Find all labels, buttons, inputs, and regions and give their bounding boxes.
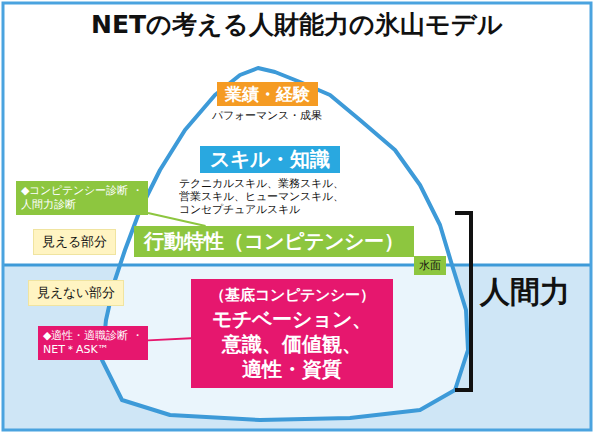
node-heading: 行動特性（コンピテンシー）: [144, 228, 404, 255]
hidden-tag: 見えない部分: [28, 280, 124, 306]
diagnosis-callout: ◆コンピテンシー診断 ・人間力診断: [16, 181, 148, 215]
base-competency-box: （基底コンピテンシー）モチベーション、 意識、価値観、 適性・資質: [191, 279, 393, 388]
node-heading: 業績・経験: [217, 82, 318, 106]
leader-line: [148, 338, 191, 340]
diagram-title: NETの考える人財能力の氷山モデル: [0, 8, 594, 41]
competency-box: 行動特性（コンピテンシー）: [134, 226, 414, 257]
node-heading: 見えない部分: [37, 284, 115, 302]
node-body: テクニカルスキル、業務スキル、 営業スキル、ヒューマンスキル、 コンセプチュアル…: [179, 177, 361, 216]
node-heading: 水面: [419, 258, 441, 273]
iceberg-outline: [102, 68, 468, 420]
node-heading: （基底コンピテンシー）: [203, 285, 381, 305]
result-box: 業績・経験パフォーマンス・成果: [212, 82, 322, 123]
bracket: [455, 213, 471, 390]
node-heading: 見える部分: [42, 233, 107, 251]
aptitude-callout: ◆適性・適職診断 ・NET＊ASK™: [38, 326, 148, 360]
node-body: モチベーション、 意識、価値観、 適性・資質: [203, 307, 381, 382]
skill-box: スキル・知識テクニカルスキル、業務スキル、 営業スキル、ヒューマンスキル、 コン…: [179, 146, 361, 216]
outer-frame: [3, 3, 591, 430]
iceberg-underwater: [0, 265, 594, 433]
water-tag: 水面: [414, 256, 446, 275]
group-label: 人間力: [480, 272, 570, 313]
node-heading: スキル・知識: [200, 146, 340, 173]
node-heading: ◆コンピテンシー診断 ・人間力診断: [21, 184, 143, 212]
node-heading: ◆適性・適職診断 ・NET＊ASK™: [43, 329, 143, 357]
visible-tag: 見える部分: [33, 229, 116, 255]
water-line: [3, 264, 591, 267]
node-body: パフォーマンス・成果: [212, 108, 322, 123]
